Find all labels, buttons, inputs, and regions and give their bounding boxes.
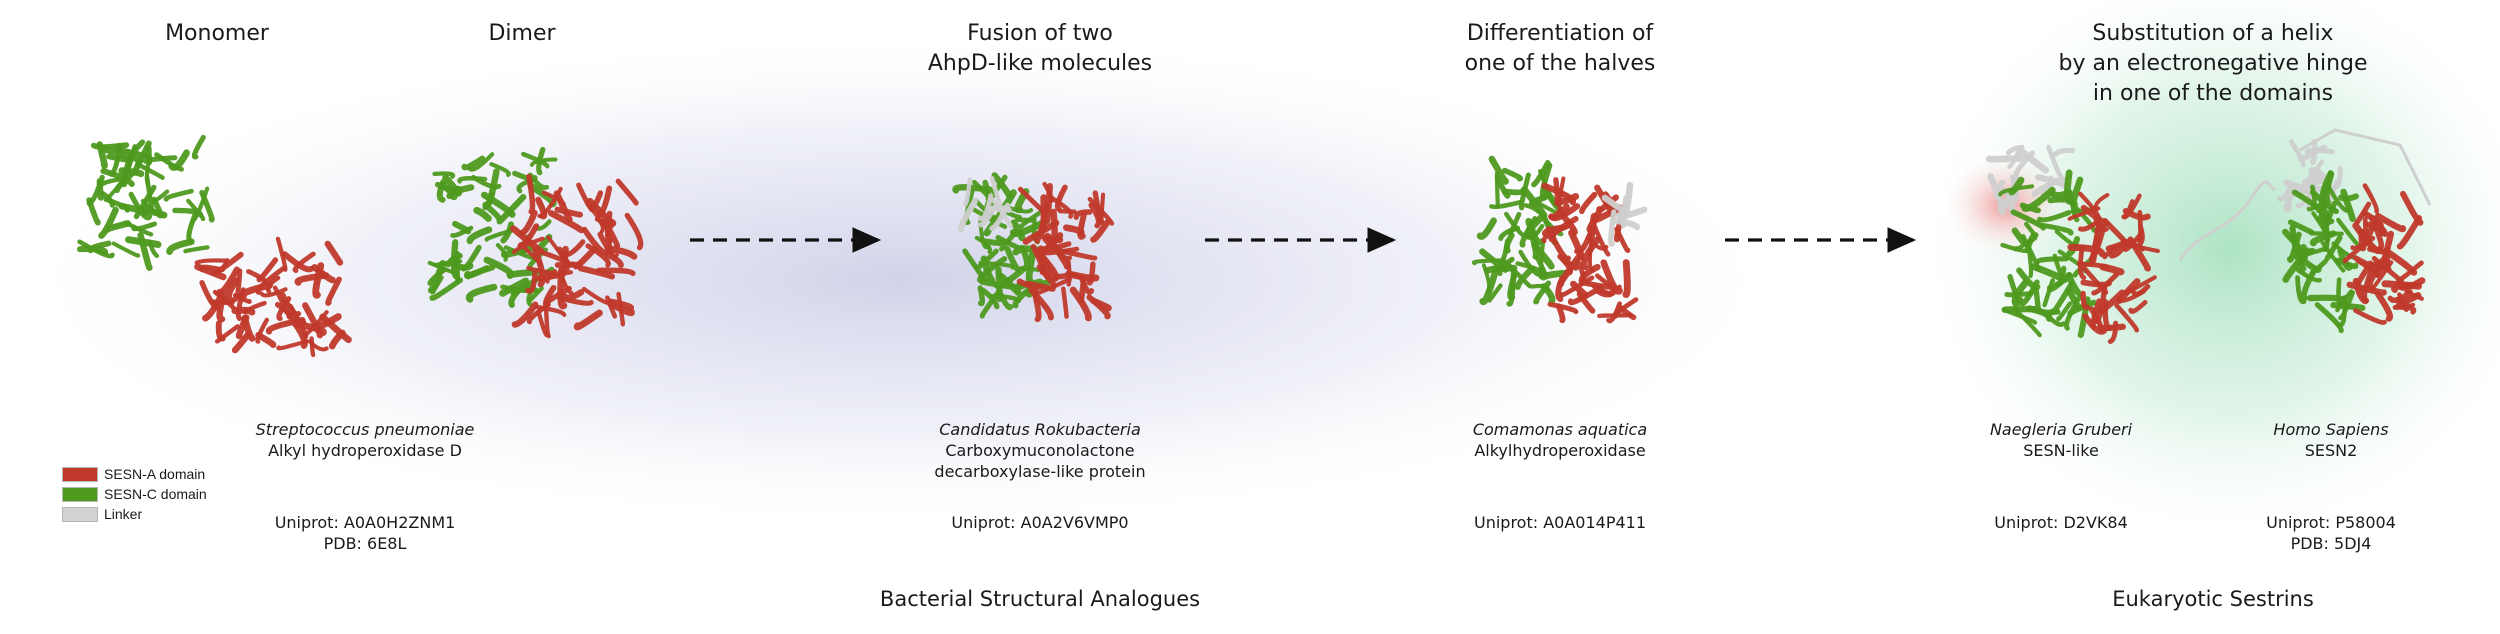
title-dimer: Dimer bbox=[488, 21, 556, 46]
legend-label: SESN-A domain bbox=[104, 466, 206, 482]
protein-name: SESN2 bbox=[2304, 441, 2358, 460]
database-ids: Uniprot: D2VK84 bbox=[1994, 512, 2128, 533]
protein-name: Alkyl hydroperoxidase D bbox=[268, 441, 462, 460]
protein-structure-icon bbox=[1016, 181, 1115, 323]
title-differentiation-line: one of the halves bbox=[1464, 51, 1656, 76]
species-name: Naegleria Gruberi bbox=[1989, 420, 2133, 439]
pdb-id: PDB: 6E8L bbox=[323, 534, 407, 553]
legend-swatch-sesn-c bbox=[62, 486, 98, 502]
title-fusion: Fusion of two AhpD-like molecules bbox=[928, 19, 1152, 79]
protein-name: SESN-like bbox=[2023, 441, 2099, 460]
legend-item: SESN-C domain bbox=[62, 484, 207, 504]
legend-label: Linker bbox=[104, 506, 143, 522]
title-substitution-line: in one of the domains bbox=[2092, 81, 2334, 106]
title-substitution-line: Substitution of a helix bbox=[2092, 21, 2334, 46]
group-label-eukaryotic: Eukaryotic Sestrins bbox=[2112, 587, 2314, 611]
species-name: Homo Sapiens bbox=[2273, 420, 2389, 439]
title-fusion-line: AhpD-like molecules bbox=[927, 51, 1153, 76]
database-ids: Uniprot: A0A0H2ZNM1 PDB: 6E8L bbox=[275, 512, 456, 554]
bacterial-glow bbox=[0, 30, 1800, 530]
organism-label: Naegleria Gruberi SESN-like bbox=[1990, 419, 2132, 461]
legend: SESN-A domain SESN-C domain Linker bbox=[62, 464, 207, 524]
uniprot-id: Uniprot: A0A2V6VMP0 bbox=[951, 513, 1129, 532]
protein-name: Alkylhydroperoxidase bbox=[1474, 441, 1646, 460]
title-differentiation-line: Differentiation of bbox=[1466, 21, 1654, 46]
eukaryotic-glow bbox=[1910, 0, 2500, 550]
legend-swatch-linker bbox=[62, 506, 98, 522]
protein-structure-icon bbox=[1601, 181, 1648, 247]
database-ids: Uniprot: A0A2V6VMP0 bbox=[951, 512, 1128, 533]
protein-structure-icon bbox=[952, 172, 1052, 319]
organism-label: Homo Sapiens SESN2 bbox=[2273, 419, 2388, 461]
legend-item: SESN-A domain bbox=[62, 464, 207, 484]
protein-structure-icon bbox=[957, 175, 1013, 233]
uniprot-id: Uniprot: D2VK84 bbox=[1994, 513, 2128, 532]
protein-structure-icon bbox=[1471, 155, 1569, 307]
uniprot-id: Uniprot: A0A014P411 bbox=[1473, 513, 1647, 532]
database-ids: Uniprot: P58004 PDB: 5DJ4 bbox=[2266, 512, 2396, 554]
title-substitution: Substitution of a helix by an electroneg… bbox=[2058, 19, 2367, 109]
protein-structure-icon bbox=[2342, 183, 2426, 325]
protein-structure-icon bbox=[510, 173, 644, 339]
uniprot-id: Uniprot: P58004 bbox=[2266, 513, 2396, 532]
species-name: Streptococcus pneumoniae bbox=[255, 420, 475, 439]
protein-structure-icon bbox=[2067, 191, 2160, 344]
protein-structure-icon bbox=[194, 236, 352, 358]
title-monomer: Monomer bbox=[165, 21, 269, 46]
organism-label: Candidatus Rokubacteria Carboxymuconolac… bbox=[934, 419, 1145, 482]
protein-structure-icon bbox=[1541, 176, 1639, 324]
title-substitution-line: by an electronegative hinge bbox=[2058, 51, 2368, 76]
species-name: Candidatus Rokubacteria bbox=[939, 420, 1141, 439]
protein-structure-icon bbox=[2281, 170, 2366, 334]
organism-label: Comamonas aquatica Alkylhydroperoxidase bbox=[1473, 419, 1647, 461]
linker-strand bbox=[2299, 128, 2432, 206]
protein-structure-icon bbox=[77, 134, 215, 271]
database-ids: Uniprot: A0A014P411 bbox=[1474, 512, 1646, 533]
protein-name: Carboxymuconolactone bbox=[945, 441, 1135, 460]
protein-name: decarboxylase-like protein bbox=[934, 462, 1146, 481]
species-name: Comamonas aquatica bbox=[1472, 420, 1648, 439]
protein-structures bbox=[77, 128, 2432, 358]
group-label-bacterial: Bacterial Structural Analogues bbox=[879, 587, 1201, 611]
pdb-id: PDB: 5DJ4 bbox=[2290, 534, 2372, 553]
legend-swatch-sesn-a bbox=[62, 466, 98, 482]
title-fusion-line: Fusion of two bbox=[967, 21, 1113, 46]
legend-label: SESN-C domain bbox=[104, 486, 207, 502]
title-differentiation: Differentiation of one of the halves bbox=[1465, 19, 1656, 79]
organism-label: Streptococcus pneumoniae Alkyl hydropero… bbox=[256, 419, 475, 461]
linker-strand bbox=[2178, 180, 2276, 261]
uniprot-id: Uniprot: A0A0H2ZNM1 bbox=[274, 513, 456, 532]
legend-item: Linker bbox=[62, 504, 207, 524]
